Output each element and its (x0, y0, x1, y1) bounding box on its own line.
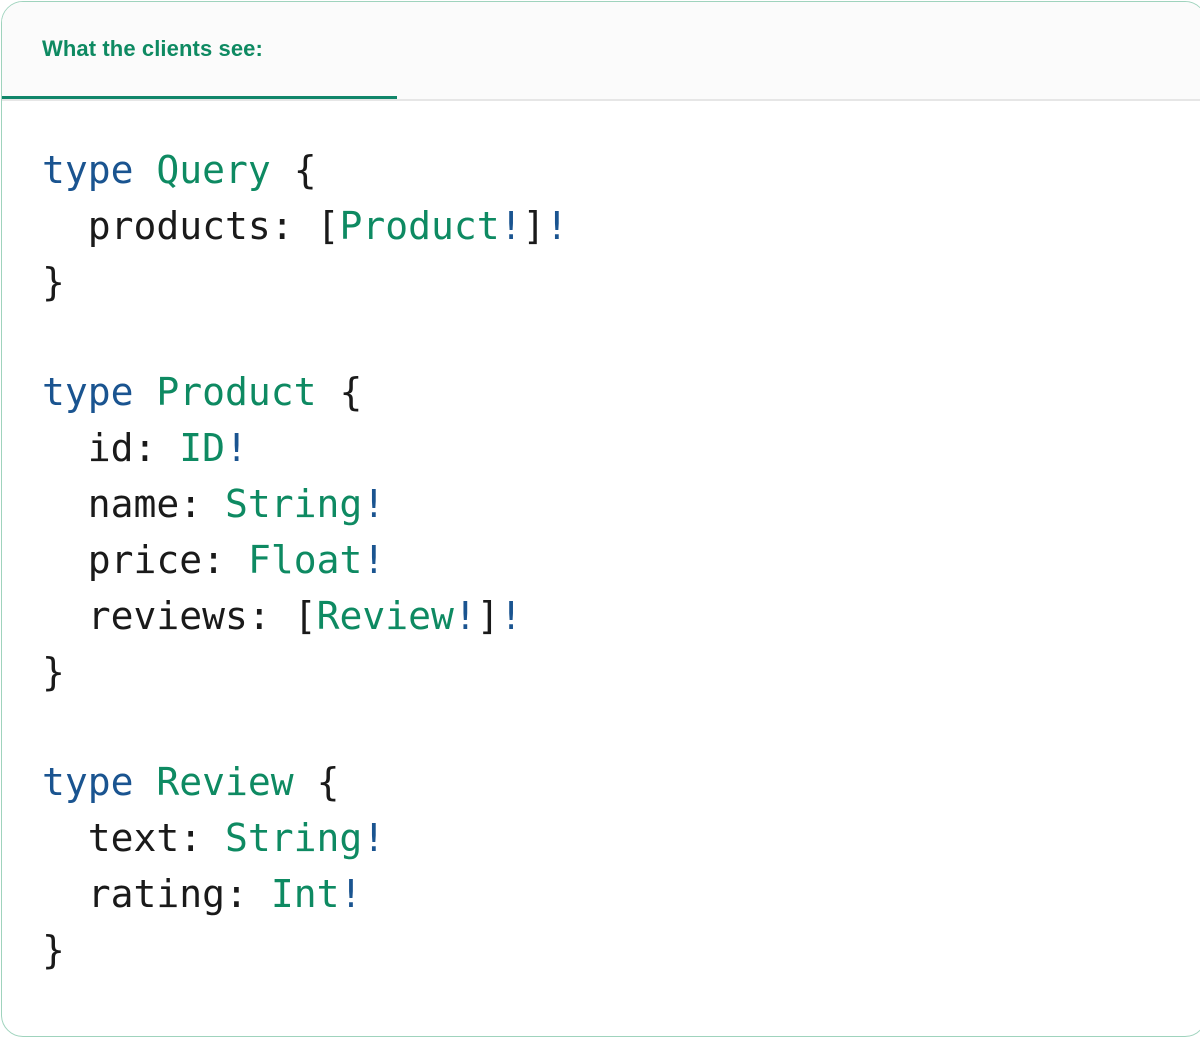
code-token-type: Review (316, 594, 454, 638)
code-line: products: [Product!]! (42, 198, 1200, 254)
code-token-punct: } (42, 928, 65, 972)
code-line: reviews: [Review!]! (42, 588, 1200, 644)
tab-what-the-clients-see[interactable]: What the clients see: (2, 2, 397, 99)
code-token-punct: { (339, 370, 363, 414)
code-token-field: id: (87, 426, 157, 470)
code-token-punct (42, 594, 88, 638)
code-line: type Review { (42, 754, 1200, 810)
code-token-punct (294, 760, 317, 804)
code-token-punct: { (316, 760, 340, 804)
code-token-punct (42, 872, 88, 916)
code-token-punct (225, 538, 248, 582)
code-token-punct: } (42, 260, 65, 304)
tab-label: What the clients see: (42, 36, 263, 61)
code-token-bang: ! (453, 594, 477, 638)
code-token-punct (134, 370, 157, 414)
schema-code-block: type Query { products: [Product!]!} type… (2, 101, 1200, 978)
code-token-type: Int (270, 872, 340, 916)
code-token-punct (271, 594, 294, 638)
code-token-punct (42, 426, 88, 470)
code-token-type: Float (247, 538, 363, 582)
code-line: id: ID! (42, 420, 1200, 476)
code-token-punct: [ (293, 594, 317, 638)
code-token-punct (42, 816, 88, 860)
code-line (42, 700, 1200, 754)
code-token-type: ID (179, 426, 226, 470)
code-token-field: price: (87, 538, 226, 582)
code-token-type: Query (156, 148, 271, 192)
code-token-type: Product (339, 204, 500, 248)
code-token-punct (42, 204, 88, 248)
code-line: price: Float! (42, 532, 1200, 588)
code-token-punct: { (293, 148, 317, 192)
code-token-bang: ! (362, 816, 386, 860)
code-token-punct: ] (476, 594, 500, 638)
code-token-field: products: (87, 204, 294, 248)
code-token-punct (294, 204, 317, 248)
code-line: } (42, 254, 1200, 310)
code-token-punct (134, 148, 157, 192)
code-token-kw: type (42, 148, 134, 192)
code-token-punct (271, 148, 294, 192)
code-token-punct: [ (316, 204, 340, 248)
code-token-field: text: (87, 816, 203, 860)
code-token-punct (202, 482, 225, 526)
code-line: text: String! (42, 810, 1200, 866)
code-line: type Query { (42, 142, 1200, 198)
code-token-bang: ! (225, 426, 248, 470)
code-token-type: Review (156, 760, 294, 804)
code-token-field: rating: (87, 872, 248, 916)
tab-bar: What the clients see: (2, 2, 1200, 101)
code-token-kw: type (42, 370, 134, 414)
code-token-punct (156, 426, 179, 470)
code-line (42, 310, 1200, 364)
code-token-punct (317, 370, 340, 414)
code-line: name: String! (42, 476, 1200, 532)
code-line: rating: Int! (42, 866, 1200, 922)
code-token-kw: type (42, 760, 134, 804)
code-token-punct: ] (522, 204, 546, 248)
code-token-punct (248, 872, 271, 916)
code-token-type: Product (156, 370, 317, 414)
code-token-type: String (225, 816, 363, 860)
code-lines: type Query { products: [Product!]!} type… (2, 101, 1200, 978)
code-token-type: String (225, 482, 363, 526)
code-token-bang: ! (499, 594, 523, 638)
code-token-bang: ! (362, 482, 386, 526)
code-line: } (42, 644, 1200, 700)
code-token-bang: ! (499, 204, 523, 248)
code-line: type Product { (42, 364, 1200, 420)
code-token-field: reviews: (87, 594, 271, 638)
code-token-punct (202, 816, 225, 860)
code-token-punct (134, 760, 157, 804)
code-token-field: name: (87, 482, 203, 526)
code-token-punct (42, 538, 88, 582)
code-token-punct (42, 482, 88, 526)
code-token-bang: ! (339, 872, 363, 916)
code-line: } (42, 922, 1200, 978)
code-token-bang: ! (362, 538, 386, 582)
code-token-bang: ! (545, 204, 569, 248)
code-token-punct: } (42, 650, 65, 694)
